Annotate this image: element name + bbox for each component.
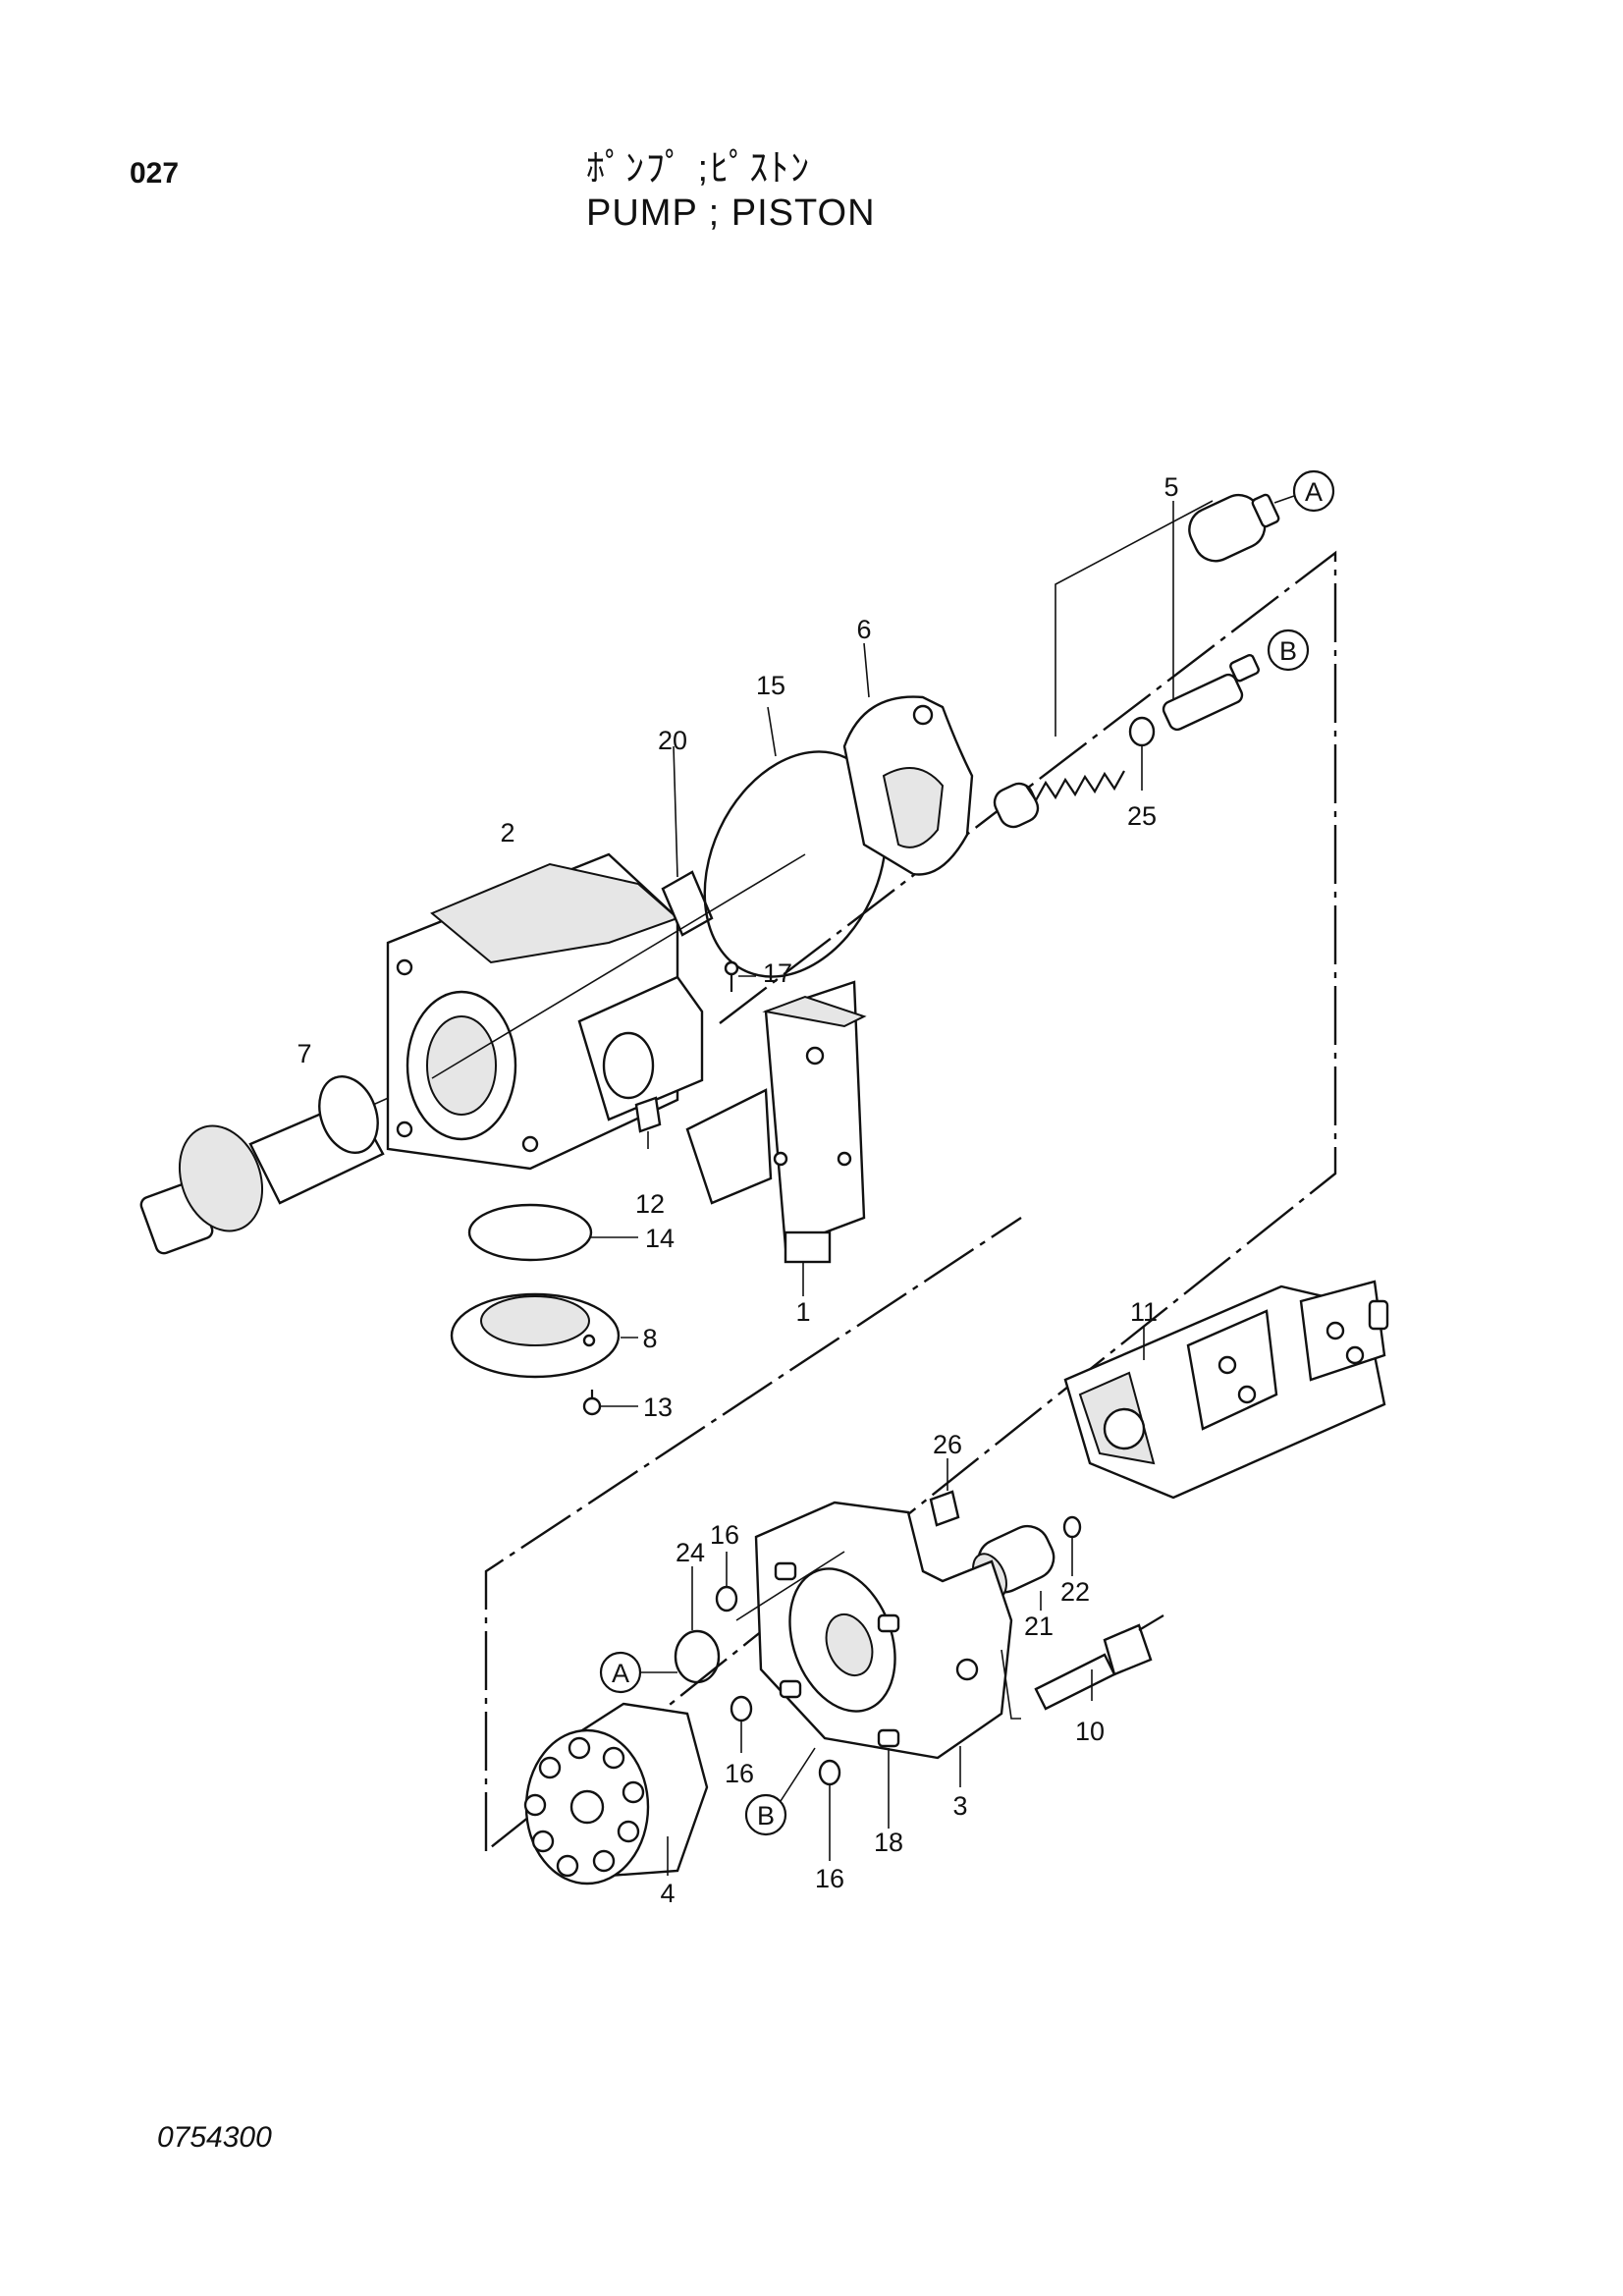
axis-line [431, 853, 806, 1079]
part-servo-piston[interactable] [1161, 653, 1260, 733]
part-16-o-ring-c[interactable] [818, 1759, 841, 1786]
part-3-valve-block[interactable] [754, 1501, 1013, 1760]
part-spring[interactable] [990, 770, 1125, 832]
assembly-frame-upper [485, 550, 1337, 1852]
callout-2: 2 [500, 818, 514, 847]
callout-11: 11 [1130, 1297, 1158, 1327]
marker-a-bottom: A [599, 1651, 677, 1694]
callout-25: 25 [1127, 801, 1157, 831]
part-2-pump-housing[interactable] [386, 852, 704, 1171]
callout-26: 26 [933, 1430, 962, 1459]
callout-17: 17 [763, 958, 792, 988]
leader-15 [767, 706, 777, 757]
callout-14: 14 [645, 1224, 675, 1253]
bracket-10 [1001, 1649, 1021, 1720]
assembly-frame-lower [484, 1216, 1022, 1851]
valve-shaft-line [735, 1551, 845, 1621]
callout-21: 21 [1024, 1612, 1054, 1641]
part-15-o-ring[interactable] [670, 722, 921, 1006]
callout-7: 7 [297, 1039, 311, 1068]
part-4-cylinder-block[interactable] [523, 1702, 709, 1886]
marker-b-top-label: B [1279, 636, 1297, 666]
callout-1: 1 [795, 1297, 810, 1327]
part-12-plug[interactable] [634, 1096, 662, 1149]
part-13-screw[interactable] [582, 1390, 638, 1416]
part-8-seal-cover[interactable] [450, 1292, 621, 1379]
callout-3: 3 [952, 1791, 967, 1821]
callout-12: 12 [635, 1189, 665, 1219]
title-english: PUMP ; PISTON [586, 192, 876, 234]
part-17-bolt[interactable] [724, 960, 756, 992]
marker-b-bottom-label: B [757, 1801, 775, 1831]
part-25-seal[interactable] [1128, 716, 1156, 747]
marker-a-top-label: A [1305, 477, 1323, 507]
callout-24: 24 [676, 1538, 705, 1567]
callout-16-b: 16 [725, 1759, 754, 1788]
page-code: 027 [130, 157, 180, 190]
title-japanese: ﾎﾟﾝﾌﾟ ;ﾋﾟｽﾄﾝ [586, 148, 812, 190]
part-16-o-ring-b[interactable] [730, 1695, 753, 1722]
callout-5: 5 [1163, 472, 1178, 502]
callout-16-a: 16 [710, 1520, 739, 1550]
callout-4: 4 [660, 1879, 675, 1908]
callout-16-c: 16 [815, 1864, 844, 1893]
part-10-sensor[interactable] [1034, 1614, 1164, 1711]
callout-8: 8 [642, 1324, 657, 1353]
callout-15: 15 [756, 671, 785, 700]
leader-6 [863, 642, 870, 698]
part-1-regulator[interactable] [685, 980, 867, 1264]
part-20-plate[interactable] [661, 745, 714, 937]
callout-18: 18 [874, 1828, 903, 1857]
part-26-plug[interactable] [929, 1490, 960, 1527]
part-14-o-ring[interactable] [467, 1203, 593, 1262]
part-11-gear-pump[interactable] [1063, 1280, 1389, 1500]
diagram-id: 0754300 [157, 2121, 272, 2154]
callout-22: 22 [1060, 1577, 1090, 1607]
part-7-drive-shaft[interactable] [139, 1068, 433, 1256]
marker-a-top: A [1273, 469, 1335, 513]
callout-10: 10 [1075, 1717, 1105, 1746]
callout-13: 13 [643, 1393, 673, 1422]
callout-20: 20 [658, 726, 687, 755]
callout-6: 6 [856, 615, 871, 644]
marker-b-top: B [1267, 629, 1310, 672]
marker-a-bottom-label: A [612, 1659, 629, 1688]
part-5-servo-piston-cap[interactable] [1182, 488, 1280, 569]
part-6-swash-plate[interactable] [842, 695, 974, 876]
part-22-ring[interactable] [1062, 1515, 1082, 1539]
marker-b-bottom: B [744, 1747, 816, 1836]
part-24-snap-ring[interactable] [674, 1629, 721, 1684]
leader-bracket-5 [1055, 500, 1214, 737]
part-16-o-ring-a[interactable] [715, 1585, 738, 1613]
